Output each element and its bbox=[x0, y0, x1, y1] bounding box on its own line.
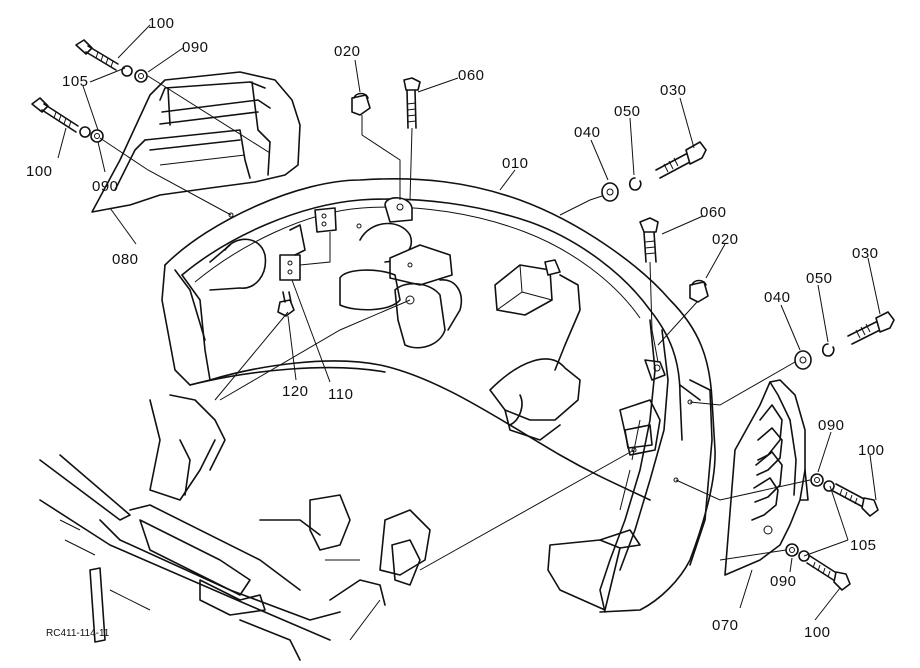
label-090-c: 090 bbox=[818, 417, 845, 434]
bolt-030-b bbox=[847, 311, 895, 345]
bolt-060-a bbox=[403, 77, 421, 129]
label-020-b: 020 bbox=[712, 231, 739, 248]
label-050-b: 050 bbox=[806, 270, 833, 287]
washer-040-a bbox=[601, 182, 619, 202]
label-105-b: 105 bbox=[850, 537, 877, 554]
plug-020-a bbox=[351, 92, 371, 116]
left-cover-080 bbox=[91, 71, 301, 213]
bolt-100-d bbox=[806, 555, 851, 591]
label-100-d: 100 bbox=[804, 624, 831, 641]
washer-090-a bbox=[134, 69, 148, 83]
front-weight-010 bbox=[161, 178, 716, 613]
label-100-c: 100 bbox=[858, 442, 885, 459]
chassis-frame bbox=[39, 394, 431, 661]
bolt-030-a bbox=[655, 141, 707, 179]
label-080: 080 bbox=[112, 251, 139, 268]
washer-040-b bbox=[794, 350, 812, 370]
label-120: 120 bbox=[282, 383, 309, 400]
leader-lines bbox=[57, 24, 881, 621]
label-020-a: 020 bbox=[334, 43, 361, 60]
drawing-reference-code: RC411-114-11 bbox=[46, 628, 110, 639]
label-100-a: 100 bbox=[148, 15, 175, 32]
label-070: 070 bbox=[712, 617, 739, 634]
bolt-100-a bbox=[75, 39, 119, 71]
lock-washer-050-a bbox=[628, 177, 642, 191]
label-105-a: 105 bbox=[62, 73, 89, 90]
label-040-a: 040 bbox=[574, 124, 601, 141]
washer-090-d bbox=[785, 543, 799, 557]
label-060-b: 060 bbox=[700, 204, 727, 221]
lock-washer-105-a bbox=[121, 65, 133, 77]
part-number-labels: 100 090 105 100 090 080 020 060 010 040 … bbox=[26, 15, 885, 641]
label-010: 010 bbox=[502, 155, 529, 172]
label-090-d: 090 bbox=[770, 573, 797, 590]
label-100-b: 100 bbox=[26, 163, 53, 180]
label-030-a: 030 bbox=[660, 82, 687, 99]
washer-090-c bbox=[810, 473, 824, 487]
right-cover-070 bbox=[724, 379, 809, 576]
label-040-b: 040 bbox=[764, 289, 791, 306]
bolt-100-c bbox=[832, 483, 879, 517]
label-090-a: 090 bbox=[182, 39, 209, 56]
label-060-a: 060 bbox=[458, 67, 485, 84]
label-050-a: 050 bbox=[614, 103, 641, 120]
label-090-b: 090 bbox=[92, 178, 119, 195]
lock-washer-105-b bbox=[823, 480, 835, 492]
plug-020-b bbox=[689, 279, 709, 303]
washer-090-b bbox=[90, 129, 104, 143]
weight-interior-parts bbox=[145, 150, 693, 483]
label-110: 110 bbox=[328, 386, 353, 403]
label-030-b: 030 bbox=[852, 245, 879, 262]
bolt-120 bbox=[277, 291, 295, 317]
lock-washer-105-a2 bbox=[79, 126, 91, 138]
bolt-100-b bbox=[31, 97, 79, 133]
bolt-060-b bbox=[639, 217, 659, 263]
fasteners bbox=[31, 39, 895, 591]
lock-washer-050-b bbox=[821, 343, 835, 357]
